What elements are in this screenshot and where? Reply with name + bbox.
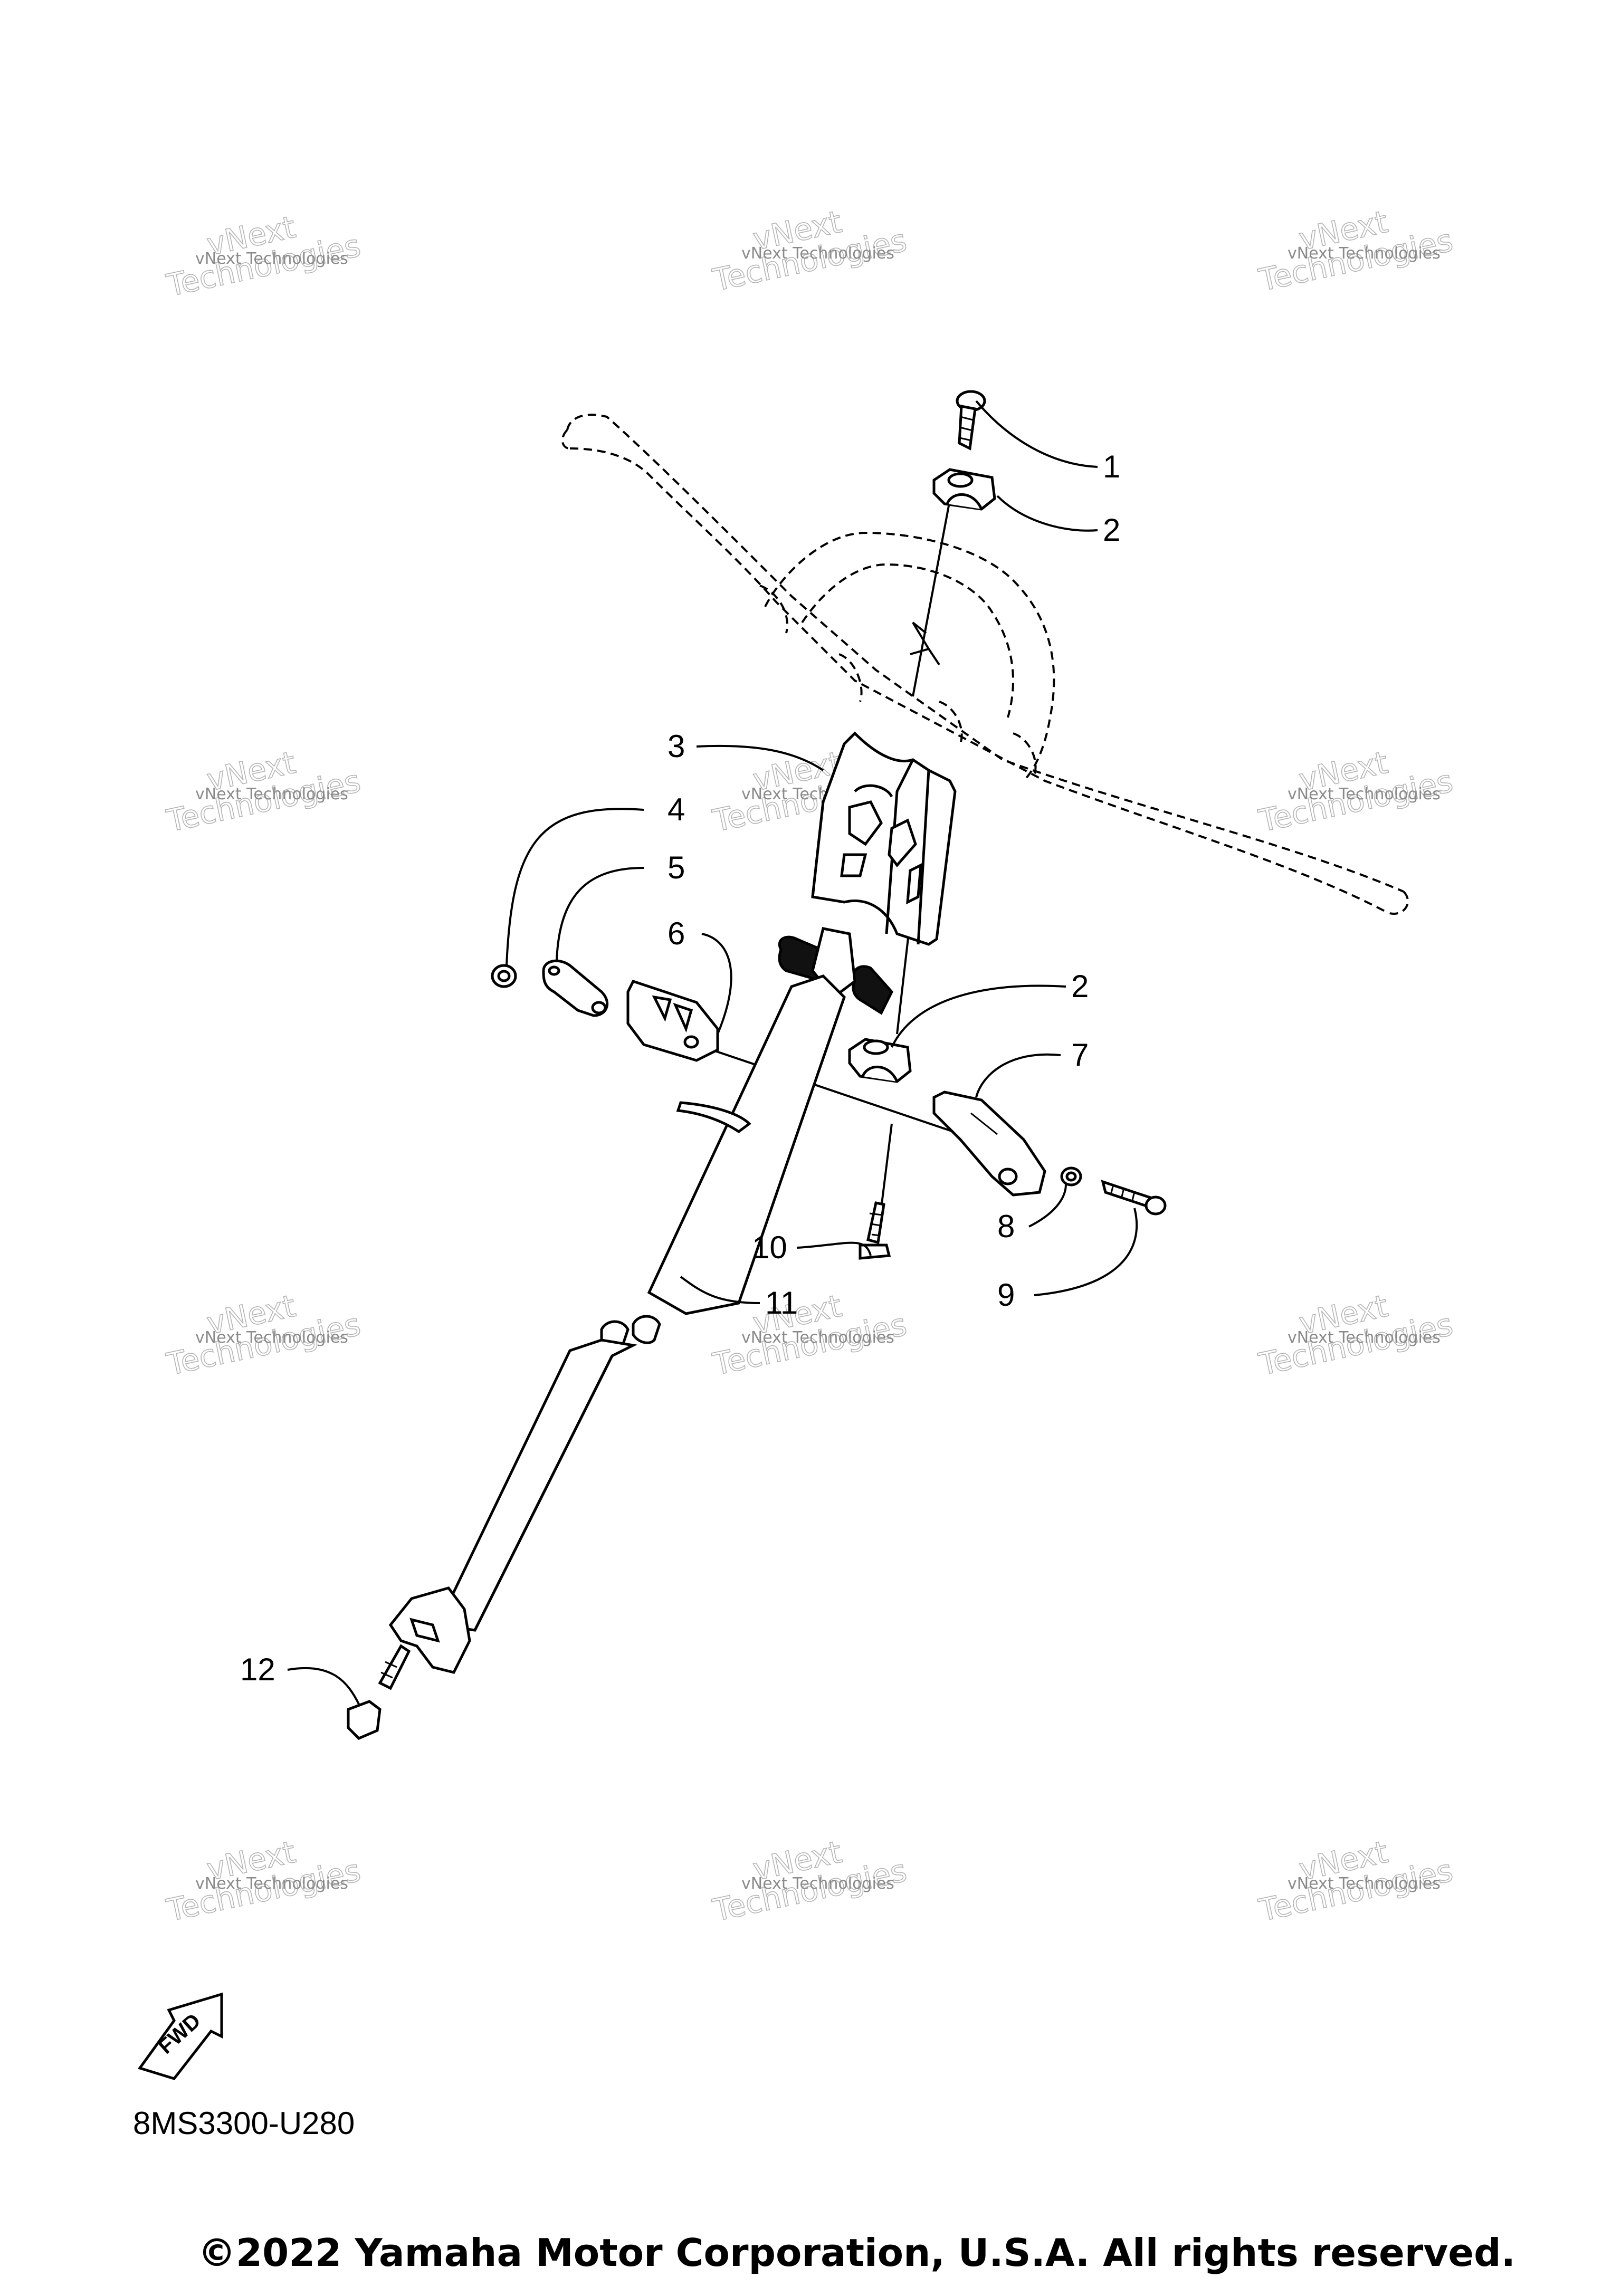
watermark: Technologies vNext vNext Technologies bbox=[163, 208, 364, 304]
callout-leaders bbox=[287, 400, 1138, 1705]
callout-5: 5 bbox=[668, 850, 685, 885]
callout-1: 1 bbox=[1103, 449, 1120, 484]
handlebar-outline bbox=[561, 414, 1409, 915]
part-6-holder bbox=[626, 979, 719, 1062]
fwd-arrow-icon: FWD bbox=[137, 1992, 223, 2080]
callout-9: 9 bbox=[997, 1277, 1015, 1313]
part-7-bracket bbox=[932, 1090, 1046, 1197]
copyright: ©2022 Yamaha Motor Corporation, U.S.A. A… bbox=[198, 2231, 1515, 2275]
svg-text:vNext Technologies: vNext Technologies bbox=[1288, 785, 1441, 803]
watermark: Technologies vNext vNext Technologies bbox=[1255, 1833, 1456, 1929]
callout-4: 4 bbox=[668, 792, 685, 827]
watermark: Technologies vNext vNext Technologies bbox=[1255, 203, 1456, 299]
watermark: Technologies vNext vNext Technologies bbox=[163, 744, 364, 839]
callout-10: 10 bbox=[752, 1230, 787, 1265]
callout-6: 6 bbox=[668, 916, 685, 951]
part-9-bolt bbox=[1101, 1180, 1167, 1216]
svg-text:vNext Technologies: vNext Technologies bbox=[741, 244, 894, 263]
callout-2-lower: 2 bbox=[1071, 969, 1089, 1004]
svg-text:vNext Technologies: vNext Technologies bbox=[195, 785, 348, 803]
svg-text:vNext Technologies: vNext Technologies bbox=[195, 1874, 348, 1893]
watermark: Technologies vNext vNext Technologies bbox=[709, 1833, 910, 1929]
svg-text:vNext Technologies: vNext Technologies bbox=[741, 1328, 894, 1347]
watermark: Technologies vNext vNext Technologies bbox=[163, 1833, 364, 1929]
callout-3: 3 bbox=[668, 729, 685, 764]
svg-text:vNext Technologies: vNext Technologies bbox=[741, 1874, 894, 1893]
watermark: Technologies vNext vNext Technologies bbox=[163, 1287, 364, 1383]
part-2-lower-clamp bbox=[848, 1038, 912, 1083]
part-10-bolt bbox=[859, 1201, 891, 1260]
part-2-upper-clamp bbox=[932, 468, 996, 511]
svg-text:vNext Technologies: vNext Technologies bbox=[195, 250, 348, 268]
callout-labels: 1 2 3 4 5 6 2 7 8 9 10 11 12 bbox=[240, 449, 1120, 1687]
part-1-bolt bbox=[956, 390, 986, 451]
part-8-nut bbox=[1060, 1166, 1082, 1187]
part-code: 8MS3300-U280 bbox=[133, 2106, 355, 2141]
callout-12: 12 bbox=[240, 1652, 275, 1687]
callout-2-upper: 2 bbox=[1103, 512, 1120, 548]
watermark: Technologies vNext vNext Technologies bbox=[1255, 1287, 1456, 1383]
part-3-riser bbox=[811, 731, 957, 946]
part-5-bracket bbox=[542, 959, 609, 1017]
part-12-bolt bbox=[347, 1644, 411, 1740]
callout-7: 7 bbox=[1071, 1037, 1089, 1073]
svg-text:vNext Technologies: vNext Technologies bbox=[1288, 1328, 1441, 1347]
svg-text:vNext Technologies: vNext Technologies bbox=[195, 1328, 348, 1347]
watermark: Technologies vNext vNext Technologies bbox=[1255, 744, 1456, 839]
watermark: Technologies vNext vNext Technologies bbox=[709, 203, 910, 299]
svg-text:vNext Technologies: vNext Technologies bbox=[1288, 244, 1441, 263]
svg-text:vNext Technologies: vNext Technologies bbox=[1288, 1874, 1441, 1893]
part-4-nut bbox=[491, 964, 517, 988]
callout-11: 11 bbox=[765, 1285, 798, 1321]
part-11-steering-column bbox=[388, 927, 893, 1674]
callout-8: 8 bbox=[997, 1209, 1015, 1244]
